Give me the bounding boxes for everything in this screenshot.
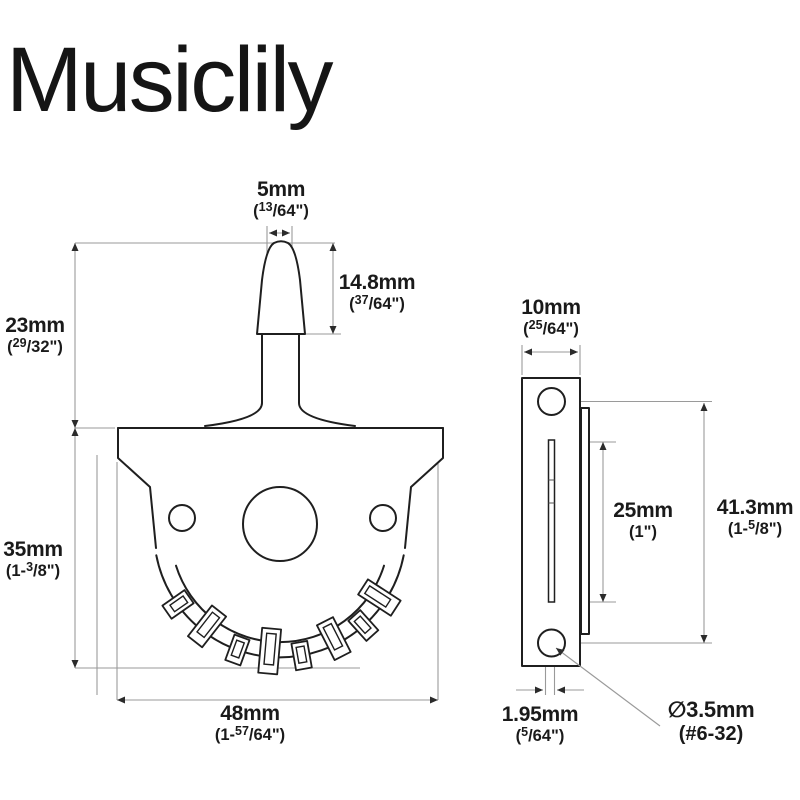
terminal-lugs — [161, 578, 402, 676]
dim-label-tip-height: 14.8mm (37/64") — [297, 271, 457, 314]
terminal-lug — [161, 589, 195, 620]
dim-tip-width-value: 5mm — [256, 178, 306, 201]
lever-tip — [256, 240, 306, 335]
dim-label-hole-spacing: 41.3mm (1-5/8") — [675, 496, 800, 539]
terminal-lug — [290, 640, 313, 672]
side-view-drawing — [516, 345, 712, 727]
side-mounting-hole-top — [537, 387, 566, 416]
terminal-lug — [187, 604, 228, 649]
lever-slot — [547, 439, 556, 603]
terminal-lug — [347, 609, 380, 642]
dim-slot-length-value: 25mm — [613, 499, 673, 522]
dim-label-slot-length: 25mm (1") — [563, 499, 723, 542]
dim-tip-height-fraction: (37/64") — [349, 293, 405, 313]
side-mounting-hole-bottom — [537, 628, 566, 658]
front-view-dimension-lines — [71, 226, 439, 704]
dim-hole-spacing-fraction: (1-5/8") — [727, 518, 783, 538]
dim-body-height-value: 35mm — [3, 538, 63, 561]
dim-tip-width-fraction: (13/64") — [253, 200, 309, 220]
dim-body-height-fraction: (1-3/8") — [5, 560, 61, 580]
terminal-lug — [357, 578, 402, 617]
dim-lever-height-value: 23mm — [5, 314, 65, 337]
leader-line-hole-diameter — [555, 647, 661, 727]
dim-slot-length-fraction: (1") — [629, 522, 657, 541]
dim-hole-spacing-value: 41.3mm — [716, 496, 794, 519]
center-shaft-hole — [242, 486, 318, 562]
dim-hole-diameter-fraction: (#6-32) — [678, 722, 744, 745]
dim-wafer-thickness-fraction: (5/64") — [515, 725, 565, 745]
dim-wafer-thickness-value: 1.95mm — [501, 703, 579, 726]
dim-body-width-fraction: (1-57/64") — [214, 724, 286, 744]
dim-body-depth-fraction: (25/64") — [523, 318, 579, 338]
lever-stem — [204, 333, 356, 427]
dim-label-wafer-thickness: 1.95mm (5/64") — [460, 703, 620, 746]
mounting-hole-right — [369, 504, 397, 532]
dim-label-tip-width: 5mm (13/64") — [201, 178, 361, 221]
brand-logo: Musiclily — [6, 29, 334, 131]
dim-lever-height-fraction: (29/32") — [7, 336, 63, 356]
terminal-lug — [257, 626, 282, 676]
dim-label-body-height: 35mm (1-3/8") — [0, 538, 113, 581]
front-view-drawing — [71, 226, 444, 704]
mounting-hole-left — [168, 504, 196, 532]
dim-hole-diameter-value: ∅3.5mm — [667, 697, 755, 722]
dim-body-depth-value: 10mm — [521, 296, 581, 319]
switch-body-frame — [117, 427, 444, 549]
terminal-lug — [224, 633, 251, 667]
dim-label-lever-height: 23mm (29/32") — [0, 314, 115, 357]
dim-tip-height-value: 14.8mm — [338, 271, 416, 294]
dim-label-body-depth: 10mm (25/64") — [471, 296, 631, 339]
dim-body-width-value: 48mm — [220, 702, 280, 725]
wafer-plate-edge — [580, 407, 590, 635]
terminal-lug — [316, 616, 352, 661]
dim-label-body-width: 48mm (1-57/64") — [170, 702, 330, 745]
dim-label-hole-diameter: ∅3.5mm (#6-32) — [631, 697, 791, 746]
